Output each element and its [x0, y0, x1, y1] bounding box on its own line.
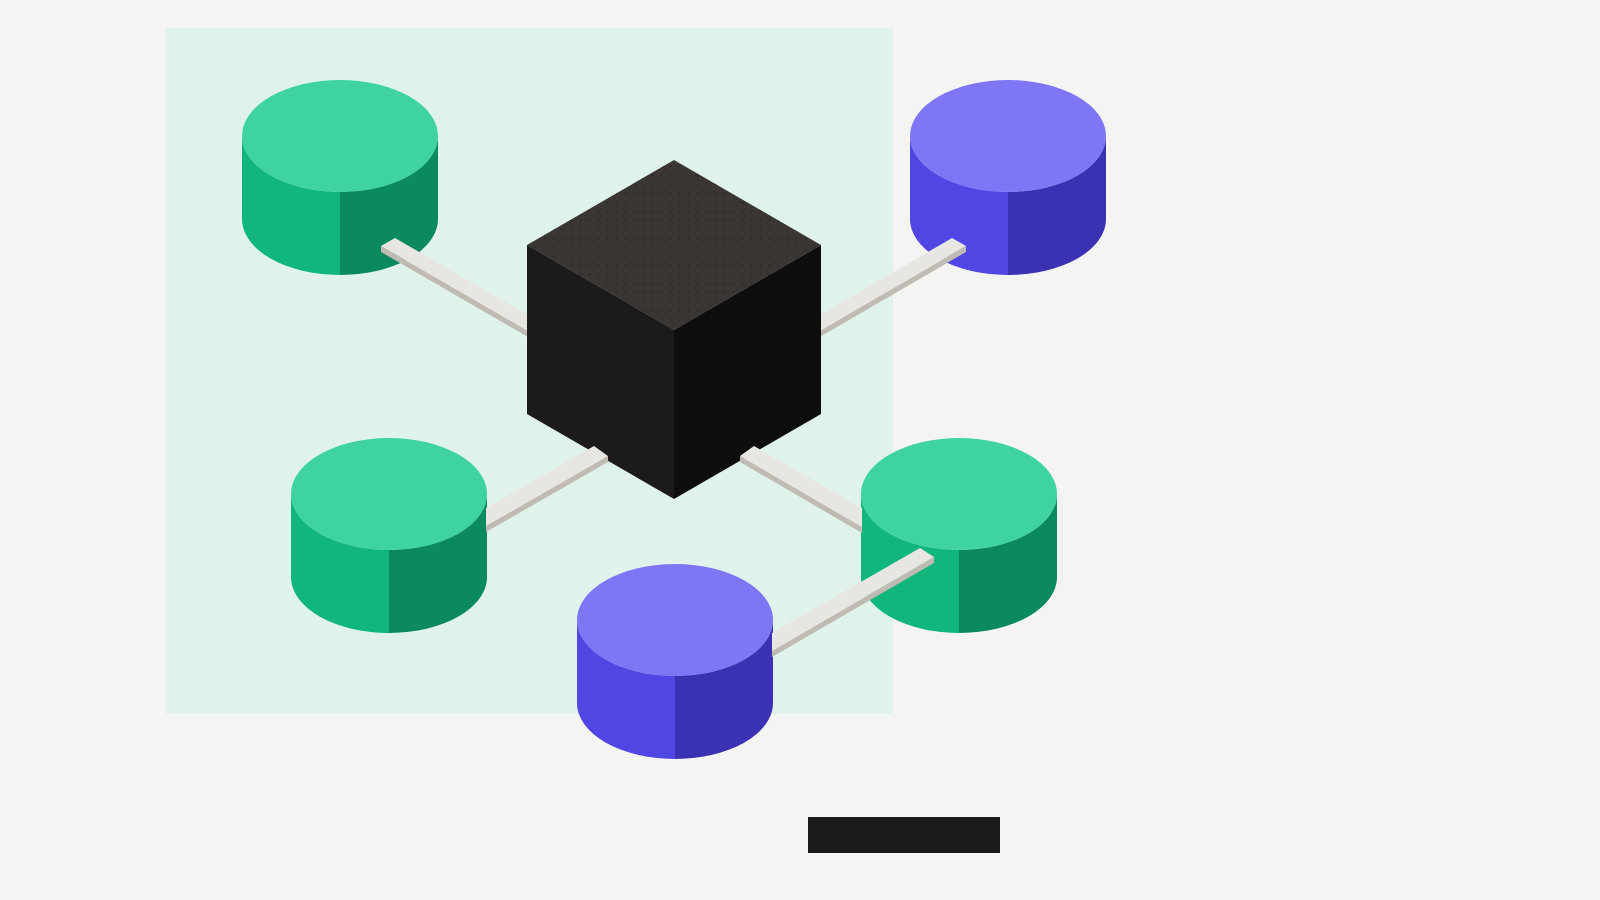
node-top-left — [242, 80, 438, 275]
cylinder-side-right — [389, 494, 487, 633]
node-top-right — [910, 80, 1106, 275]
connector-mid-right-bottom — [772, 548, 934, 657]
connector-side — [772, 557, 934, 657]
connector-top — [486, 446, 608, 526]
cylinder-side-left — [577, 620, 675, 759]
cylinder-top — [910, 80, 1106, 192]
connector-side — [818, 246, 966, 338]
node-bottom — [577, 564, 773, 759]
connector-hub-top-right — [818, 238, 966, 338]
cylinder-side-right — [1008, 136, 1106, 275]
node-mid-left — [291, 438, 487, 633]
connector-side — [381, 246, 528, 337]
connector-side — [486, 456, 608, 532]
connector-top — [381, 238, 528, 331]
connector-side — [740, 456, 862, 533]
connector-top — [740, 446, 862, 527]
cylinder-side-left — [291, 494, 389, 633]
connector-top — [818, 238, 966, 332]
node-mid-right — [861, 438, 1057, 633]
cylinder-side-right — [675, 620, 773, 759]
cylinder-top — [577, 564, 773, 676]
cylinder-side-right — [340, 136, 438, 275]
connector-hub-top-left — [381, 238, 528, 337]
label-bar — [808, 817, 1000, 853]
connector-top — [772, 548, 934, 651]
cylinder-top — [291, 438, 487, 550]
cylinder-side-left — [242, 136, 340, 275]
cylinder-side-right — [959, 494, 1057, 633]
central-cube — [527, 160, 821, 499]
connector-hub-mid-left — [486, 446, 608, 532]
cylinder-top — [861, 438, 1057, 550]
cube-left-face — [527, 245, 674, 499]
cylinder-side-left — [910, 136, 1008, 275]
cube-right-face — [674, 245, 821, 499]
cube-top-texture — [527, 160, 821, 330]
cylinder-top — [242, 80, 438, 192]
connector-hub-mid-right — [740, 446, 862, 533]
